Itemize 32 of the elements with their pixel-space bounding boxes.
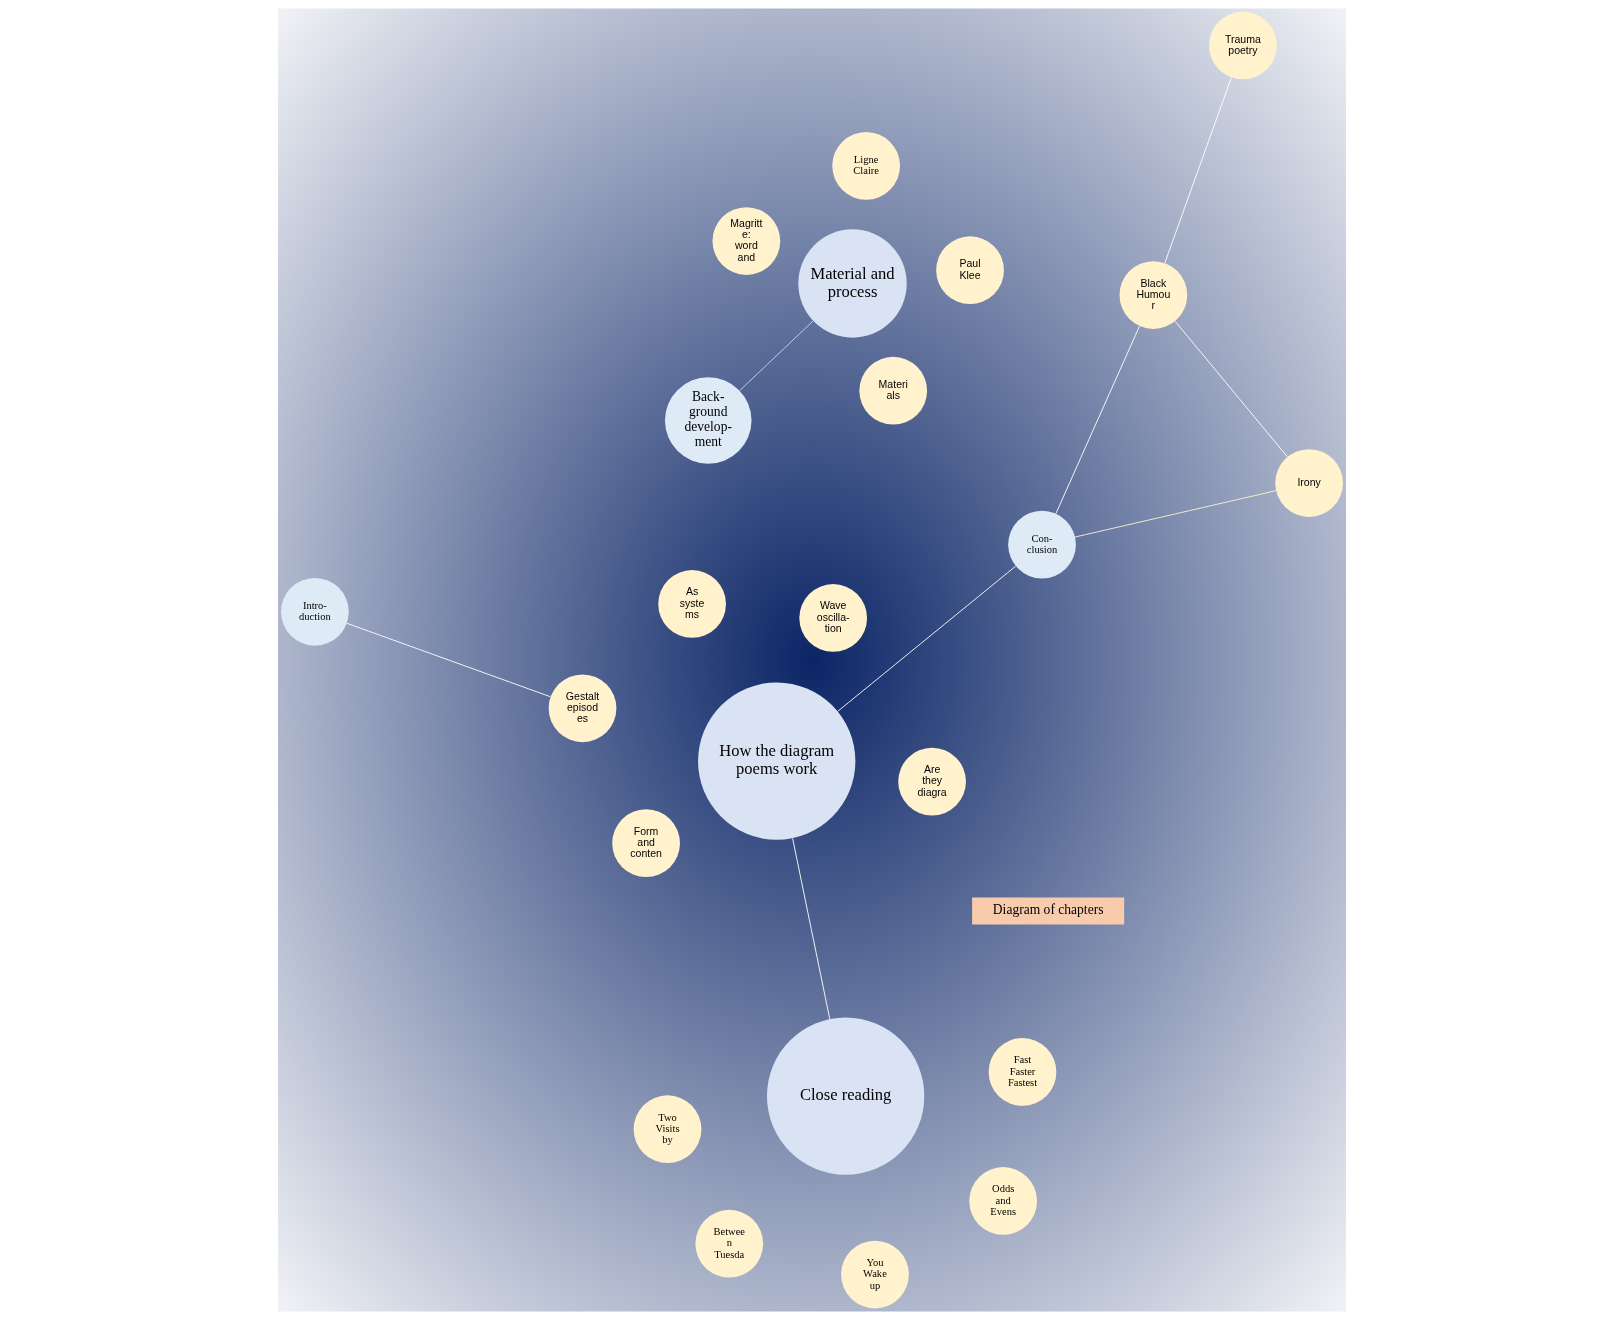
node-circle: You Wake up (840, 1240, 909, 1309)
node-circle: Irony (1274, 449, 1343, 517)
node-circle: Ligne Claire (831, 131, 900, 200)
node-circle: Trauma poetry (1208, 11, 1277, 80)
node-circle: How the diagram poems work (697, 682, 855, 840)
node-circle: Close reading (766, 1017, 924, 1175)
node-circle: Wave oscilla- tion (798, 584, 867, 652)
node-circle: Black Humou r (1119, 261, 1187, 329)
node-circle: Paul Klee (935, 236, 1004, 305)
node-circle: Con- clusion (1007, 510, 1076, 579)
connector (1163, 77, 1232, 264)
node-circle: Form and conten (611, 809, 680, 878)
node-circle: Back- ground develop- ment (664, 377, 752, 464)
connector (1054, 325, 1140, 514)
node-circle: Material and process (797, 229, 907, 338)
node-circle: Fast Faster Fastest (988, 1038, 1056, 1106)
node-circle: Gestalt episod es (548, 674, 616, 743)
connector (791, 837, 830, 1020)
node-circle: Are they diagra (897, 747, 966, 816)
node-circle: As syste ms (657, 570, 726, 638)
connector (836, 565, 1016, 712)
node-circle: Magritt e: word and (712, 207, 780, 275)
node-circle: Materi als (858, 356, 927, 425)
connector (1074, 490, 1276, 538)
node-circle: Betwee n Tuesda (694, 1209, 763, 1278)
node-circle: Intro- duction (280, 577, 349, 646)
connector (345, 622, 551, 698)
label: Diagram of chapters (992, 902, 1103, 918)
node-circle: Two Visits by (633, 1095, 701, 1164)
node-circle: Odds and Evens (968, 1167, 1037, 1235)
connector (1174, 320, 1288, 458)
connector (738, 320, 814, 391)
